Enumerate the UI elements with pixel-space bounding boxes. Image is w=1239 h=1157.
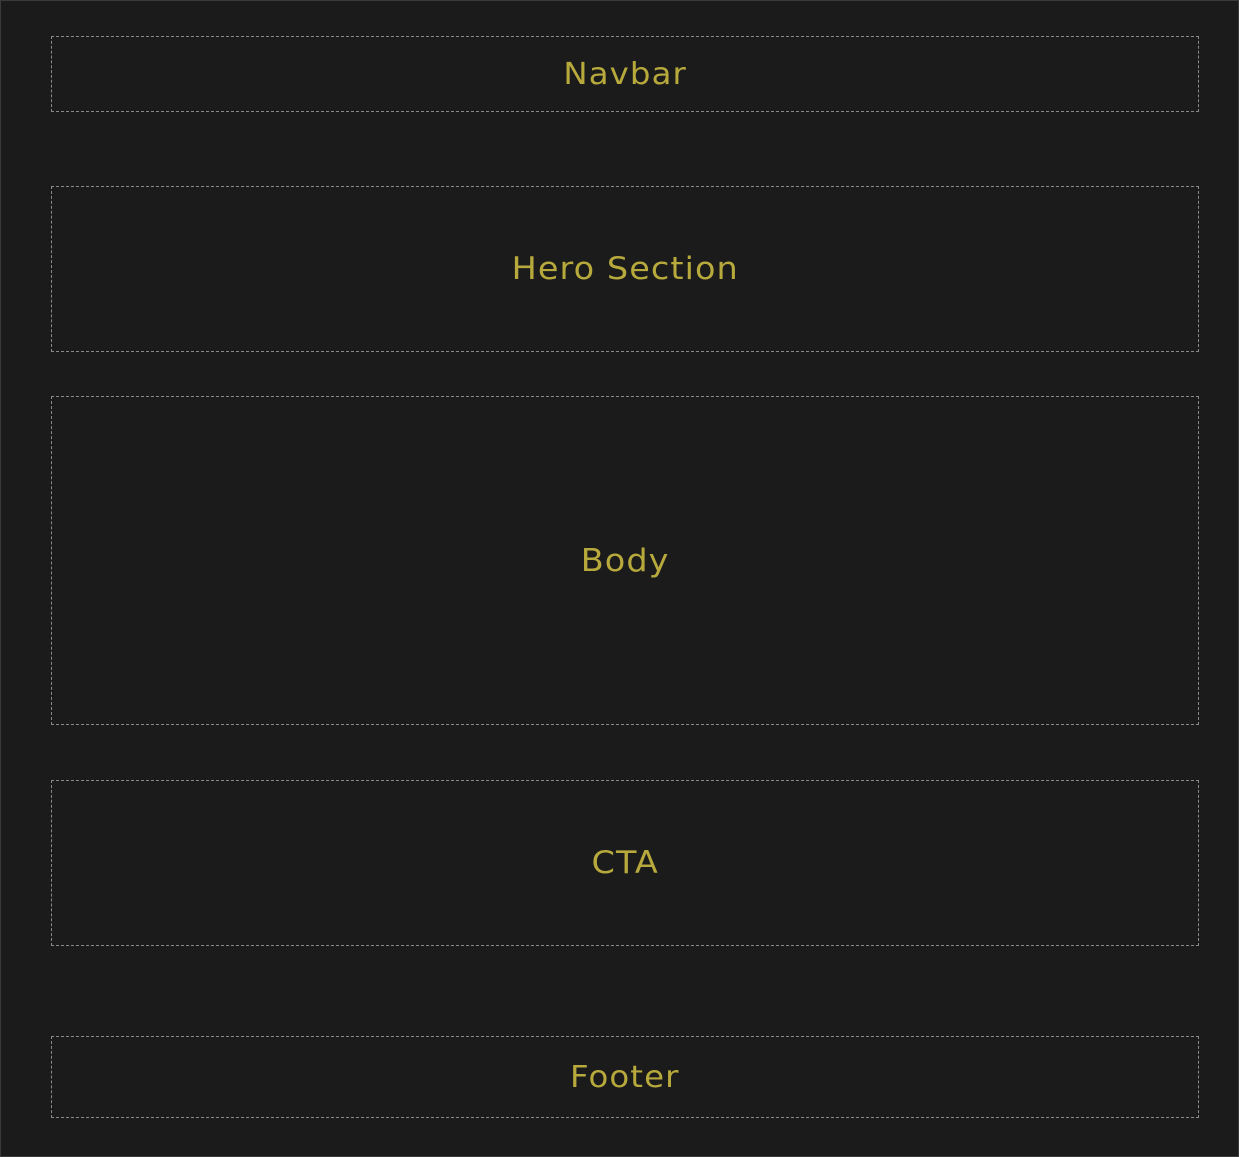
hero-section-placeholder: Hero Section (51, 186, 1199, 352)
cta-label: CTA (591, 845, 659, 881)
footer-label: Footer (570, 1059, 680, 1095)
footer-placeholder: Footer (51, 1036, 1199, 1118)
cta-placeholder: CTA (51, 780, 1199, 946)
body-placeholder: Body (51, 396, 1199, 725)
body-label: Body (580, 542, 670, 579)
hero-section-label: Hero Section (511, 251, 739, 287)
navbar-label: Navbar (563, 56, 687, 92)
navbar-placeholder: Navbar (51, 36, 1199, 112)
